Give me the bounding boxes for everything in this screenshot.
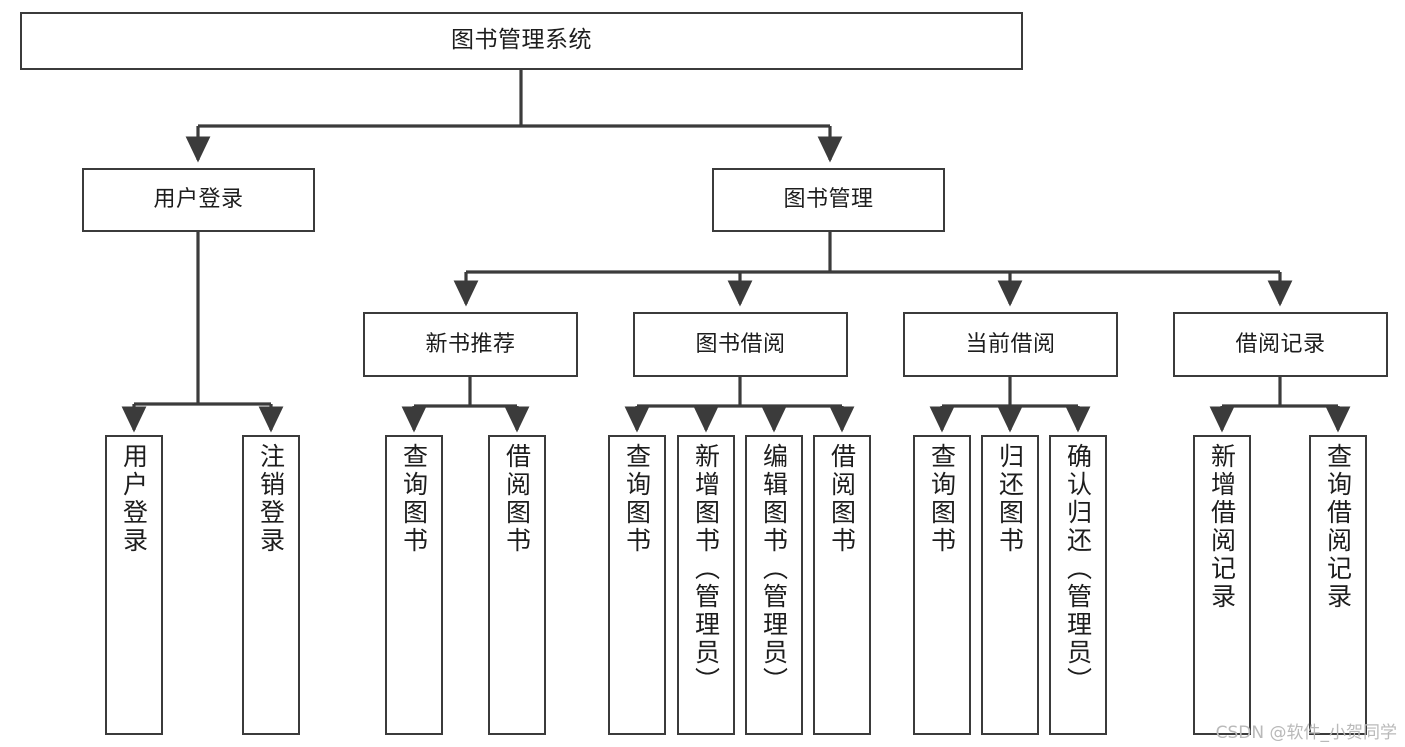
node-new-book-recommend[interactable]: 新书推荐 bbox=[363, 312, 578, 377]
node-root-label: 图书管理系统 bbox=[451, 27, 592, 54]
node-leaf-borrow-add-book-label: 新增图书（管理员） bbox=[691, 443, 721, 695]
node-borrow-record-label: 借阅记录 bbox=[1235, 331, 1326, 357]
node-borrow-record[interactable]: 借阅记录 bbox=[1173, 312, 1388, 377]
node-book-manage-label: 图书管理 bbox=[783, 187, 874, 213]
node-leaf-current-confirm-return[interactable]: 确认归还（管理员） bbox=[1049, 435, 1107, 735]
node-leaf-record-query-label: 查询借阅记录 bbox=[1323, 443, 1353, 611]
node-current-borrow[interactable]: 当前借阅 bbox=[903, 312, 1118, 377]
node-leaf-current-query-book-label: 查询图书 bbox=[927, 443, 957, 555]
node-leaf-newbook-borrow-book-label: 借阅图书 bbox=[502, 443, 532, 555]
node-leaf-current-confirm-return-label: 确认归还（管理员） bbox=[1063, 443, 1093, 695]
node-user-login[interactable]: 用户登录 bbox=[82, 168, 315, 232]
node-leaf-borrow-edit-book-label: 编辑图书（管理员） bbox=[759, 443, 789, 695]
node-leaf-borrow-add-book[interactable]: 新增图书（管理员） bbox=[677, 435, 735, 735]
node-leaf-borrow-query-book[interactable]: 查询图书 bbox=[608, 435, 666, 735]
node-leaf-record-query[interactable]: 查询借阅记录 bbox=[1309, 435, 1367, 735]
node-leaf-borrow-edit-book[interactable]: 编辑图书（管理员） bbox=[745, 435, 803, 735]
node-leaf-record-add-label: 新增借阅记录 bbox=[1207, 443, 1237, 611]
node-leaf-borrow-borrow-book[interactable]: 借阅图书 bbox=[813, 435, 871, 735]
node-book-manage[interactable]: 图书管理 bbox=[712, 168, 945, 232]
node-leaf-borrow-query-book-label: 查询图书 bbox=[622, 443, 652, 555]
csdn-watermark: CSDN @软件_小贺同学 bbox=[1215, 723, 1397, 743]
node-root[interactable]: 图书管理系统 bbox=[20, 12, 1023, 70]
node-leaf-borrow-borrow-book-label: 借阅图书 bbox=[827, 443, 857, 555]
node-leaf-logout[interactable]: 注销登录 bbox=[242, 435, 300, 735]
node-book-borrow[interactable]: 图书借阅 bbox=[633, 312, 848, 377]
node-user-login-label: 用户登录 bbox=[153, 187, 244, 213]
node-leaf-newbook-query-book-label: 查询图书 bbox=[399, 443, 429, 555]
node-leaf-newbook-query-book[interactable]: 查询图书 bbox=[385, 435, 443, 735]
node-leaf-current-return-book[interactable]: 归还图书 bbox=[981, 435, 1039, 735]
node-leaf-user-login[interactable]: 用户登录 bbox=[105, 435, 163, 735]
node-leaf-user-login-label: 用户登录 bbox=[119, 443, 149, 555]
node-leaf-record-add[interactable]: 新增借阅记录 bbox=[1193, 435, 1251, 735]
node-leaf-logout-label: 注销登录 bbox=[256, 443, 286, 555]
node-new-book-recommend-label: 新书推荐 bbox=[425, 331, 516, 357]
node-current-borrow-label: 当前借阅 bbox=[965, 331, 1056, 357]
node-leaf-current-query-book[interactable]: 查询图书 bbox=[913, 435, 971, 735]
node-leaf-current-return-book-label: 归还图书 bbox=[995, 443, 1025, 555]
node-leaf-newbook-borrow-book[interactable]: 借阅图书 bbox=[488, 435, 546, 735]
node-book-borrow-label: 图书借阅 bbox=[695, 331, 786, 357]
